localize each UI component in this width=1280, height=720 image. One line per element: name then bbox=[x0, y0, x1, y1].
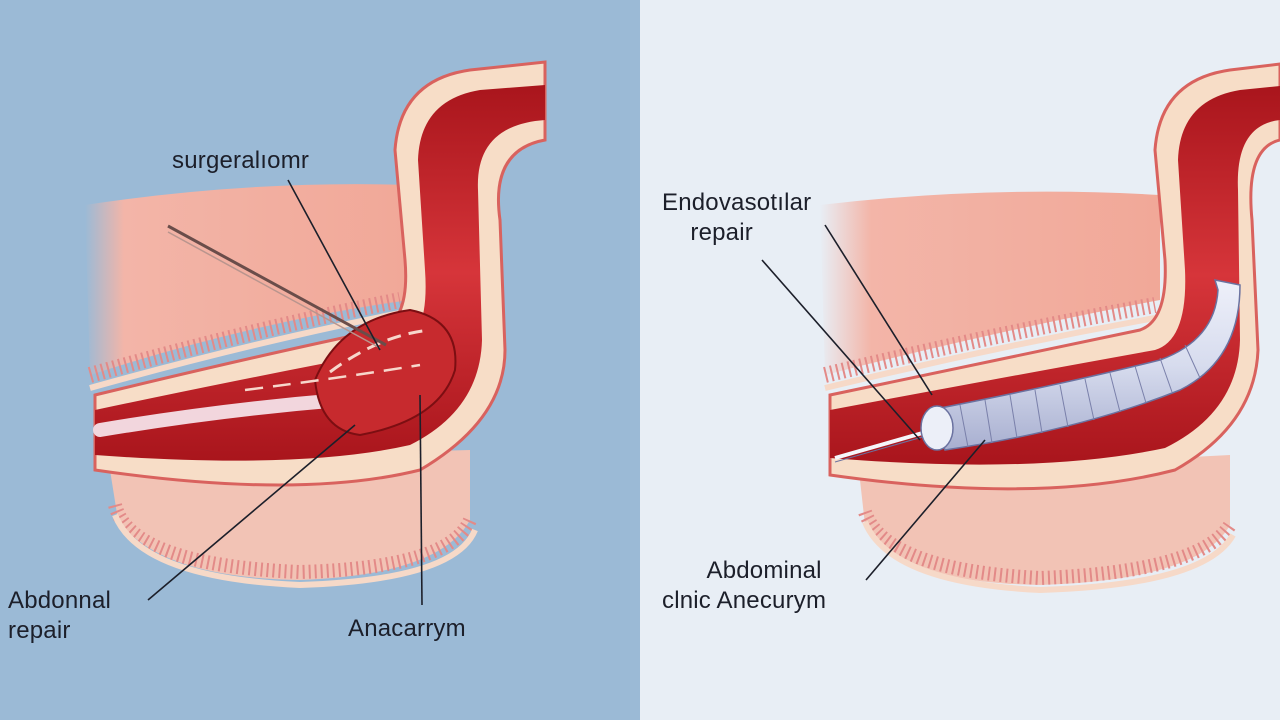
lower-tissue-edge bbox=[108, 502, 477, 580]
open-repair-illustration bbox=[0, 0, 640, 720]
open-surgical-repair-panel: surgeralıomr Abdonnal repair Anacarrym bbox=[0, 0, 640, 720]
endovascular-repair-illustration bbox=[640, 0, 1280, 720]
leader-lines bbox=[147, 179, 423, 606]
aneurysm-label: Anacarrym bbox=[348, 615, 466, 642]
stent-mesh bbox=[959, 344, 1201, 448]
stent-graft bbox=[928, 279, 1241, 451]
surgical-label: surgeralıomr bbox=[172, 147, 310, 174]
upper-tissue bbox=[820, 191, 1160, 375]
endovascular-repair-panel: Endovasotılar repair Abdominal clnic Ane… bbox=[640, 0, 1280, 720]
endovascular-repair-label: Endovasotılar repair bbox=[662, 189, 812, 246]
leader-lines bbox=[761, 224, 986, 581]
abdominal-aneurysm-label: Abdominal clnic Anecurym bbox=[662, 557, 827, 614]
abdominal-repair-label: Abdonnal repair bbox=[8, 587, 112, 644]
surgical-instrument bbox=[167, 224, 387, 347]
tissue-stripe bbox=[87, 292, 402, 383]
upper-tissue bbox=[85, 184, 410, 375]
